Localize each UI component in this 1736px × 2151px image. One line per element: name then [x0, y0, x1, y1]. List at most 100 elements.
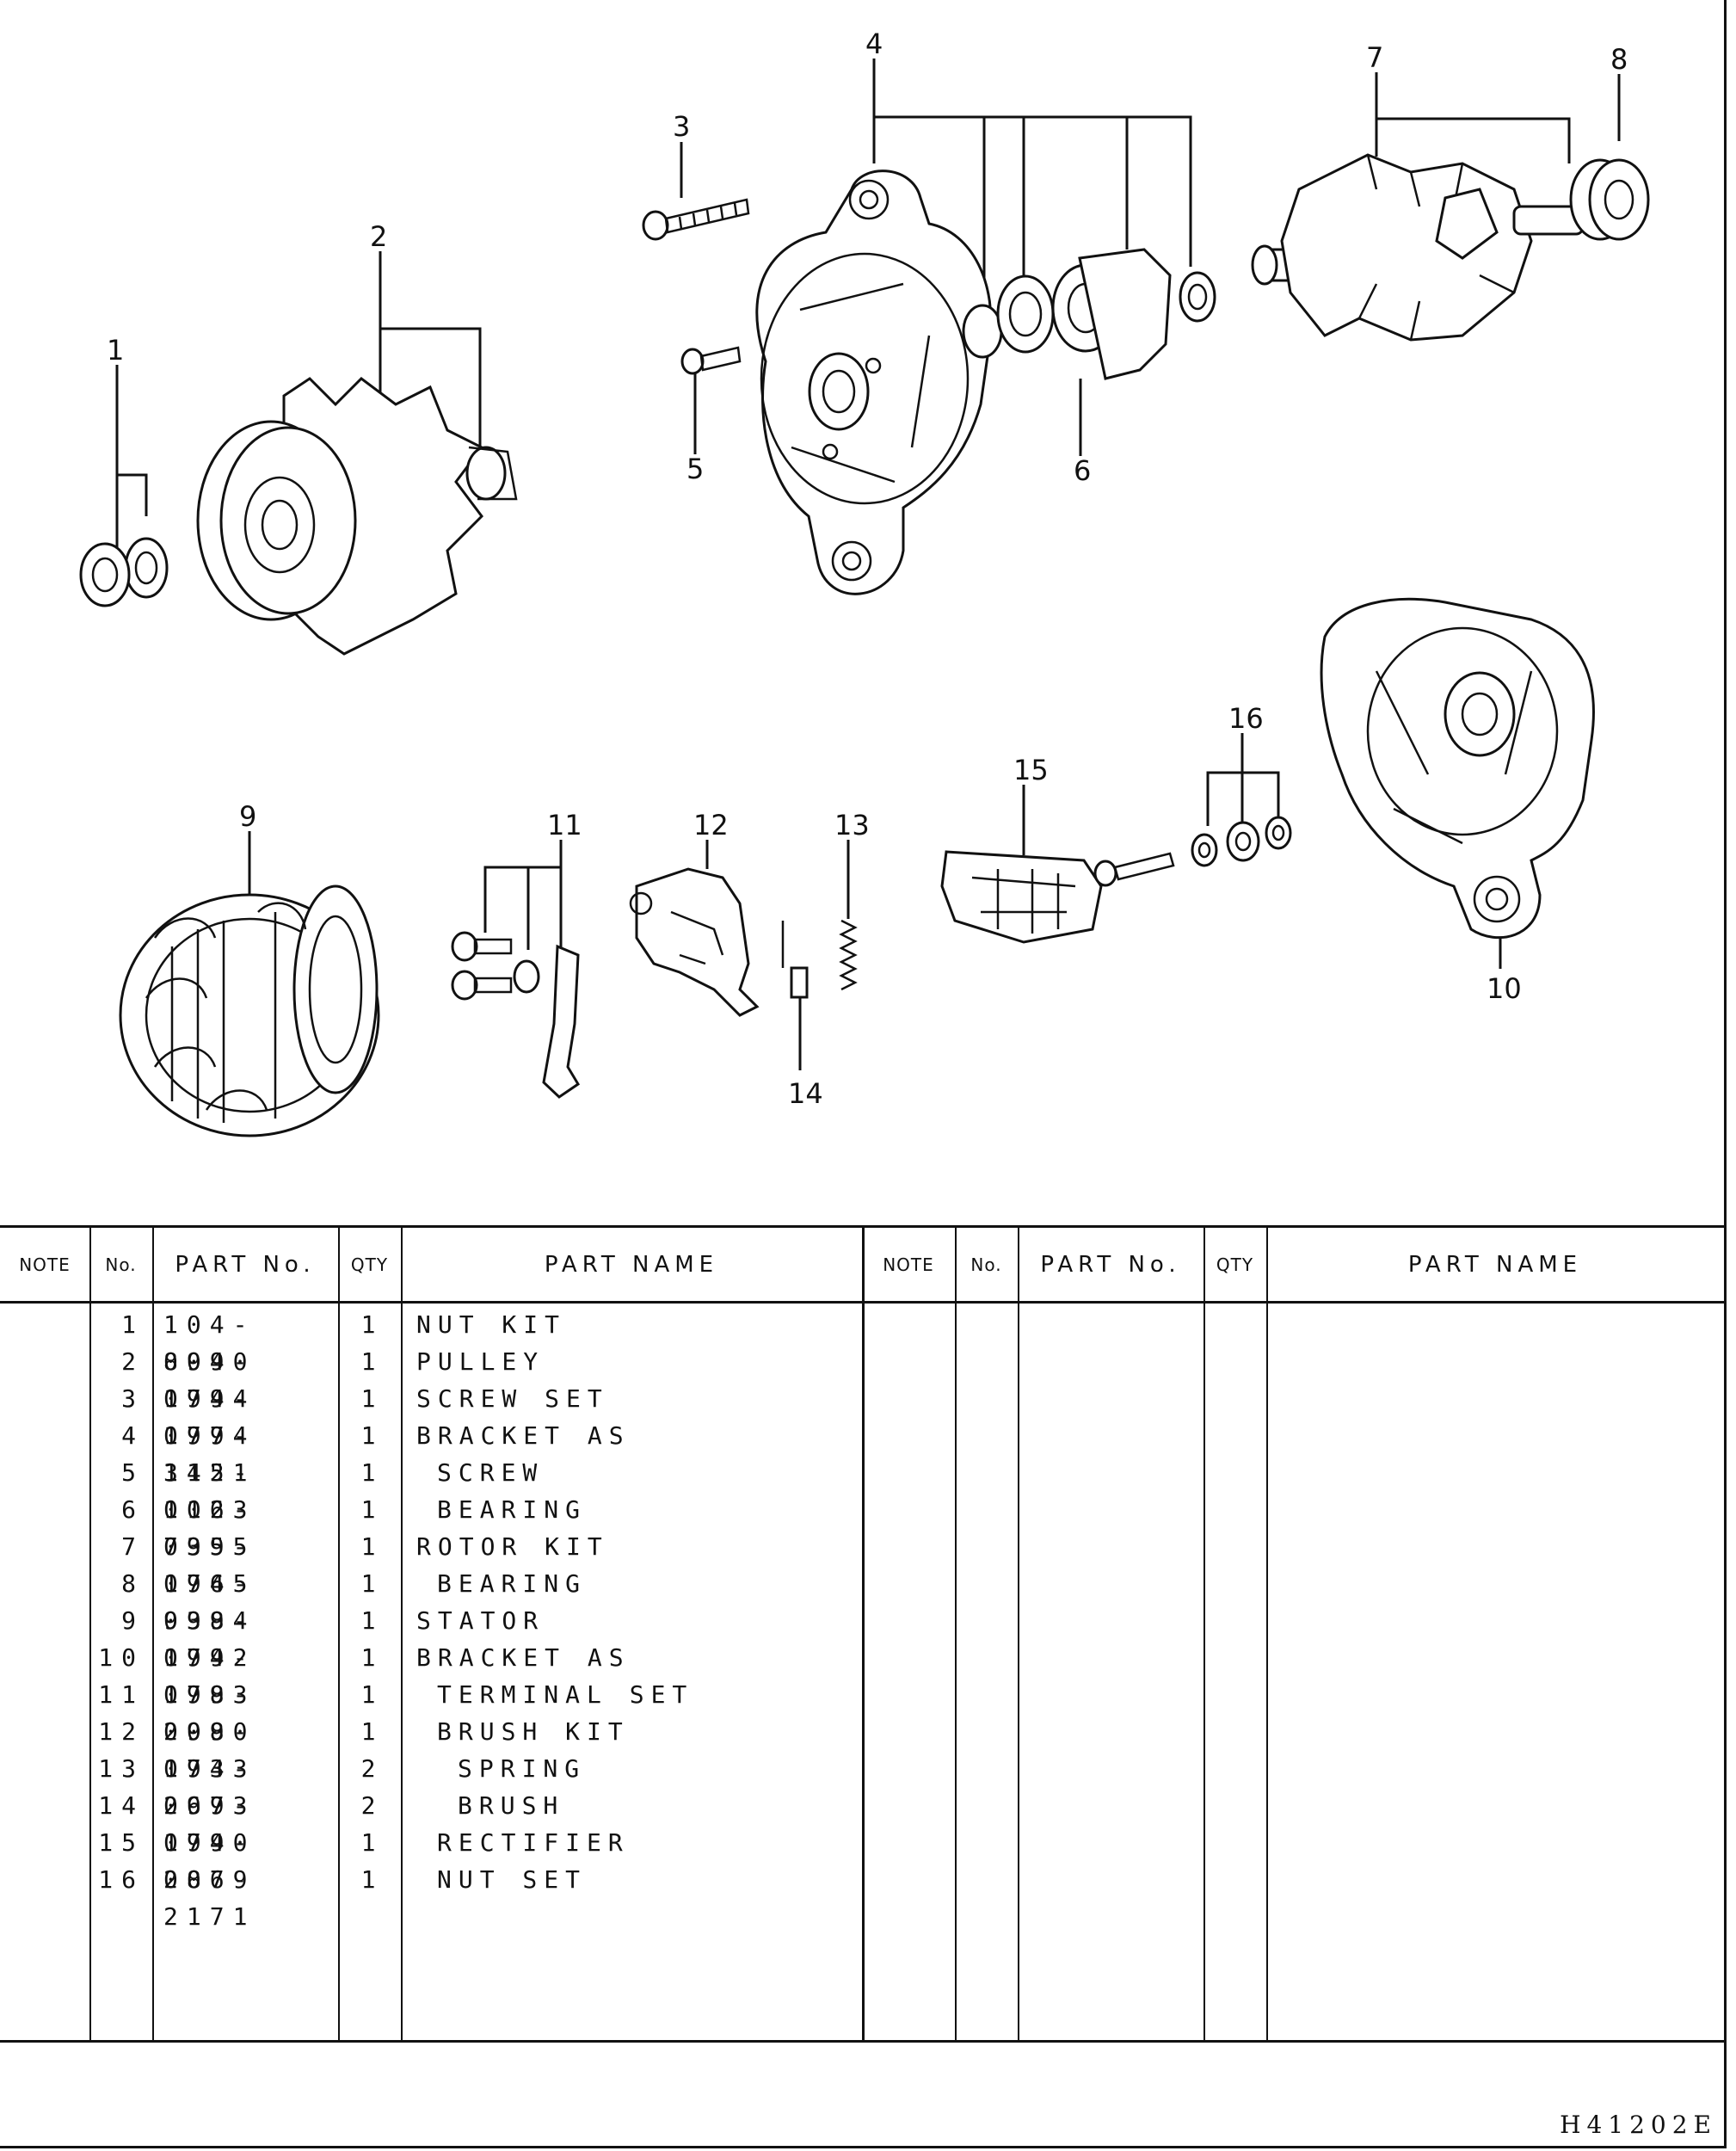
row-qty: 1 — [360, 1532, 376, 1561]
row-part-no: 099-1740 — [163, 1791, 256, 1857]
header-part-name-right: PART NAME — [1407, 1251, 1583, 1278]
part-7-rotor-kit — [1251, 153, 1585, 342]
part-13-spring — [839, 919, 858, 991]
row-part-no: 102-7355 — [163, 1495, 256, 1561]
table-row: 14 099-1740 2 BRUSH — [0, 1787, 862, 1857]
row-qty: 1 — [360, 1384, 376, 1413]
row-qty: 1 — [360, 1828, 376, 1857]
row-no: 7 — [121, 1532, 145, 1561]
row-part-no: 093-2673 — [163, 1754, 256, 1820]
col-divider — [338, 1228, 340, 2040]
row-no: 16 — [98, 1865, 145, 1894]
callout-13: 13 — [834, 809, 870, 841]
row-qty: 1 — [360, 1865, 376, 1894]
row-part-name: ROTOR KIT — [416, 1532, 609, 1561]
row-part-name: STATOR — [416, 1606, 545, 1635]
row-part-no: 099-3451 — [163, 1421, 256, 1487]
part-9-stator — [119, 884, 380, 1137]
center-divider — [862, 1228, 865, 2040]
callout-11: 11 — [547, 809, 582, 841]
col-divider — [1018, 1228, 1019, 2040]
row-no: 14 — [98, 1791, 145, 1820]
row-part-name: BRACKET AS — [416, 1421, 631, 1450]
row-part-name: TERMINAL SET — [437, 1680, 694, 1709]
part-10-bracket-as — [1320, 597, 1595, 940]
callout-16: 16 — [1228, 702, 1264, 735]
row-qty: 2 — [360, 1791, 376, 1820]
row-part-no: 099-1745 — [163, 1532, 256, 1598]
table-row: 7 099-1745 1 ROTOR KIT — [0, 1528, 862, 1598]
row-no: 8 — [121, 1569, 145, 1598]
part-12-brush-kit — [629, 867, 760, 1017]
callout-12: 12 — [693, 809, 729, 841]
row-part-name: SPRING — [458, 1754, 587, 1783]
header-part-no: PART No. — [175, 1251, 316, 1278]
row-no: 6 — [121, 1495, 145, 1524]
row-no: 1 — [121, 1310, 145, 1339]
part-6-bearing — [962, 248, 1216, 380]
row-part-name: BRACKET AS — [416, 1643, 631, 1672]
row-qty: 1 — [360, 1569, 376, 1598]
header-part-name: PART NAME — [544, 1251, 719, 1278]
callout-3: 3 — [673, 110, 690, 143]
callout-8: 8 — [1610, 43, 1628, 76]
table-row: 9 099-1742 1 STATOR — [0, 1602, 862, 1672]
row-part-no: 096-9384 — [163, 1569, 256, 1635]
col-divider — [89, 1228, 91, 2040]
row-qty: 2 — [360, 1754, 376, 1783]
callout-10: 10 — [1487, 972, 1522, 1005]
col-divider — [955, 1228, 957, 2040]
callout-15: 15 — [1013, 754, 1049, 786]
row-qty: 1 — [360, 1606, 376, 1635]
header-note: NOTE — [19, 1254, 71, 1275]
row-qty: 1 — [360, 1495, 376, 1524]
part-1-nut-kit — [79, 537, 169, 607]
row-no: 9 — [121, 1606, 145, 1635]
row-part-name: BRUSH — [458, 1791, 565, 1820]
row-no: 5 — [121, 1458, 145, 1487]
callout-1: 1 — [107, 334, 124, 367]
header-qty-right: QTY — [1216, 1254, 1254, 1275]
row-part-no: 099-1742 — [163, 1606, 256, 1672]
row-qty: 1 — [360, 1310, 376, 1339]
table-row: 2 099-1744 1 PULLEY — [0, 1343, 862, 1413]
callout-9: 9 — [239, 800, 256, 833]
row-part-no: 099-1774 — [163, 1384, 256, 1450]
row-part-name: PULLEY — [416, 1347, 545, 1376]
part-11-terminal-set — [451, 931, 581, 1099]
row-qty: 1 — [360, 1458, 376, 1487]
row-part-name: SCREW SET — [416, 1384, 609, 1413]
row-part-name: BEARING — [437, 1569, 588, 1598]
row-no: 2 — [121, 1347, 145, 1376]
part-15-rectifier — [940, 850, 1175, 944]
part-5-screw — [680, 346, 742, 375]
part-14-brush — [781, 921, 809, 999]
callout-7: 7 — [1366, 41, 1383, 74]
row-qty: 1 — [360, 1717, 376, 1746]
callout-14: 14 — [788, 1077, 823, 1110]
callout-4: 4 — [865, 28, 883, 60]
row-no: 12 — [98, 1717, 145, 1746]
row-part-no: 099-1743 — [163, 1717, 256, 1783]
part-16-nut-set — [1191, 816, 1292, 867]
row-part-no: 104-8040 — [163, 1310, 256, 1376]
col-divider — [1266, 1228, 1268, 2040]
row-part-name: BRUSH KIT — [437, 1717, 630, 1746]
row-part-name: NUT KIT — [416, 1310, 567, 1339]
row-no: 11 — [98, 1680, 145, 1709]
row-part-no: 086-2171 — [163, 1865, 256, 1931]
row-part-no: 112-0163 — [163, 1458, 256, 1524]
leader-lines — [115, 59, 1621, 1070]
row-part-no: 099-1744 — [163, 1347, 256, 1413]
row-part-name: RECTIFIER — [437, 1828, 630, 1857]
row-qty: 1 — [360, 1643, 376, 1672]
table-row: 1 104-8040 1 NUT KIT — [0, 1306, 862, 1376]
